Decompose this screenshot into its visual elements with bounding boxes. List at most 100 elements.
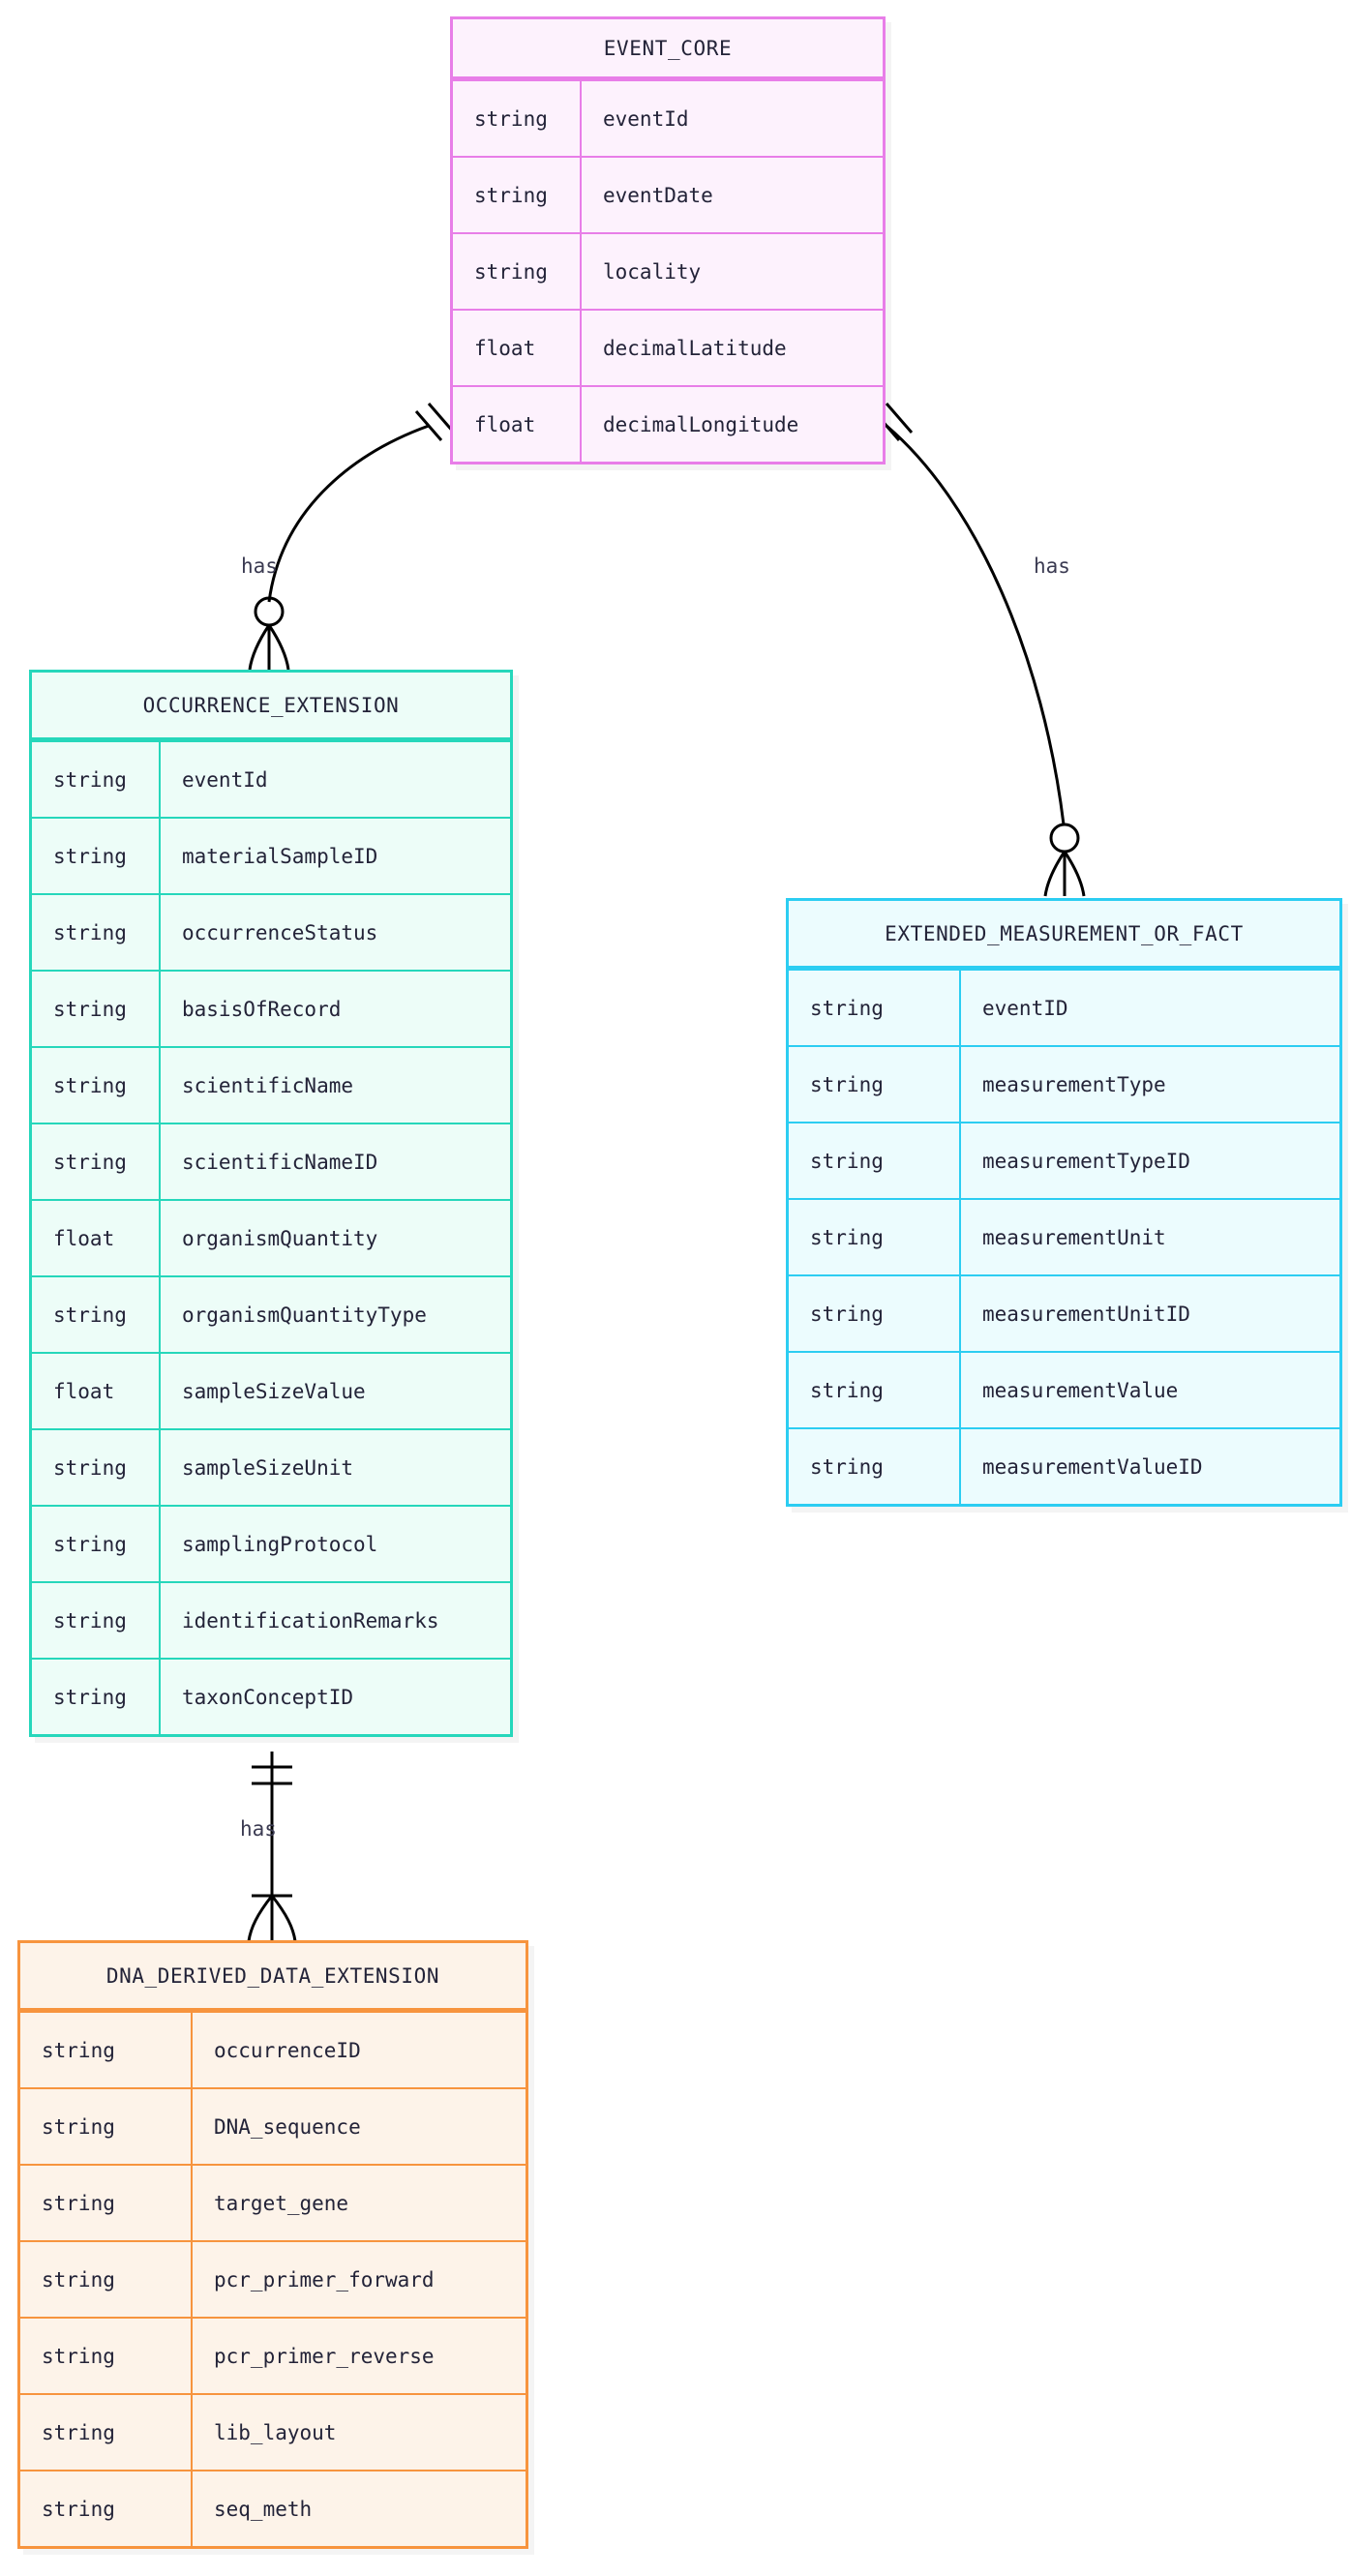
cardinality-zero-or-more-marker — [1043, 823, 1086, 897]
attribute-name: decimalLatitude — [603, 336, 787, 360]
attribute-type: float — [32, 1201, 161, 1275]
attribute-name: measurementTypeID — [982, 1149, 1190, 1173]
attribute-row: string measurementType — [789, 1045, 1339, 1122]
attribute-row: string taxonConceptID — [32, 1658, 510, 1734]
attribute-type: string — [32, 1124, 161, 1199]
attribute-type: float — [32, 1354, 161, 1428]
attribute-type: string — [789, 1276, 961, 1351]
attribute-type: float — [453, 311, 582, 385]
entity-occurrence-extension[interactable]: OCCURRENCE_EXTENSION string eventId stri… — [29, 670, 513, 1737]
attribute-name: taxonConceptID — [182, 1685, 354, 1709]
attribute-row: string occurrenceStatus — [32, 893, 510, 970]
cardinality-exactly-one-marker — [252, 1765, 292, 1785]
attribute-type: string — [789, 1123, 961, 1198]
attribute-row: string samplingProtocol — [32, 1505, 510, 1581]
attribute-type: string — [789, 1353, 961, 1427]
attribute-type: string — [20, 2471, 193, 2546]
edge-line-event-emof — [886, 424, 1066, 825]
attribute-name: seq_meth — [214, 2497, 313, 2521]
attribute-name: measurementUnitID — [982, 1302, 1190, 1326]
attribute-type: string — [32, 1583, 161, 1658]
attribute-type: string — [453, 234, 582, 309]
cardinality-one-or-more-marker — [247, 1894, 297, 1942]
attribute-type: string — [453, 158, 582, 232]
attribute-type: string — [32, 1430, 161, 1505]
entity-event-core[interactable]: EVENT_CORE string eventId string eventDa… — [450, 16, 886, 464]
attribute-name: eventId — [182, 767, 268, 792]
attribute-row: string organismQuantityType — [32, 1275, 510, 1352]
relationship-label-event-occurrence: has — [241, 554, 278, 578]
attribute-row: string identificationRemarks — [32, 1581, 510, 1658]
attribute-row: string eventDate — [453, 156, 883, 232]
attribute-type: string — [20, 2242, 193, 2317]
attribute-type: string — [789, 1429, 961, 1504]
relationship-label-occurrence-dna: has — [240, 1817, 277, 1841]
attribute-name: measurementType — [982, 1072, 1166, 1096]
attribute-name: occurrenceStatus — [182, 920, 378, 944]
attribute-row: string eventId — [453, 79, 883, 156]
attribute-name: materialSampleID — [182, 844, 378, 868]
entity-dna-derived-data-extension[interactable]: DNA_DERIVED_DATA_EXTENSION string occurr… — [17, 1940, 528, 2549]
edge-line-event-occurrence — [267, 424, 430, 603]
attribute-type: string — [32, 895, 161, 970]
attribute-row: string measurementValueID — [789, 1427, 1339, 1504]
attribute-type: string — [32, 1277, 161, 1352]
attribute-name: sampleSizeUnit — [182, 1455, 354, 1480]
attribute-name: eventDate — [603, 183, 713, 207]
attribute-row: string pcr_primer_reverse — [20, 2317, 526, 2393]
relationship-label-event-emof: has — [1034, 554, 1070, 578]
attribute-row: string scientificName — [32, 1046, 510, 1123]
entity-title-extended-measurement-or-fact: EXTENDED_MEASUREMENT_OR_FACT — [789, 901, 1339, 969]
cardinality-zero-or-more-marker — [248, 596, 290, 671]
attribute-row: string materialSampleID — [32, 817, 510, 893]
attribute-row: string eventId — [32, 740, 510, 817]
attribute-name: decimalLongitude — [603, 412, 799, 436]
attribute-row: string target_gene — [20, 2164, 526, 2240]
attribute-name: occurrenceID — [214, 2038, 361, 2062]
attribute-row: float decimalLongitude — [453, 385, 883, 462]
attribute-name: measurementValue — [982, 1378, 1179, 1402]
attribute-type: string — [32, 1660, 161, 1734]
attribute-type: string — [20, 2166, 193, 2240]
attribute-name: measurementValueID — [982, 1454, 1203, 1479]
relationship-event-core-emof — [872, 403, 1086, 897]
attribute-row: string measurementUnit — [789, 1198, 1339, 1274]
attribute-name: locality — [603, 259, 702, 284]
attribute-row: string eventID — [789, 969, 1339, 1045]
attribute-row: string measurementTypeID — [789, 1122, 1339, 1198]
attribute-name: basisOfRecord — [182, 997, 342, 1021]
attribute-type: string — [32, 1048, 161, 1123]
attribute-row: float organismQuantity — [32, 1199, 510, 1275]
attribute-row: float sampleSizeValue — [32, 1352, 510, 1428]
attribute-type: string — [20, 2089, 193, 2164]
attribute-row: string pcr_primer_forward — [20, 2240, 526, 2317]
attribute-type: string — [20, 2013, 193, 2087]
attribute-type: string — [32, 1507, 161, 1581]
entity-title-occurrence-extension: OCCURRENCE_EXTENSION — [32, 673, 510, 740]
attribute-row: string occurrenceID — [20, 2011, 526, 2087]
attribute-type: float — [453, 387, 582, 462]
attribute-name: pcr_primer_forward — [214, 2267, 435, 2291]
attribute-name: scientificNameID — [182, 1150, 378, 1174]
attribute-row: string basisOfRecord — [32, 970, 510, 1046]
attribute-type: string — [453, 81, 582, 156]
attribute-name: target_gene — [214, 2191, 349, 2215]
relationship-occurrence-dna — [247, 1752, 297, 1942]
attribute-type: string — [789, 971, 961, 1045]
attribute-name: measurementUnit — [982, 1225, 1166, 1249]
attribute-row: string seq_meth — [20, 2470, 526, 2546]
entity-title-dna-derived-data-extension: DNA_DERIVED_DATA_EXTENSION — [20, 1943, 526, 2011]
attribute-name: sampleSizeValue — [182, 1379, 366, 1403]
entity-extended-measurement-or-fact[interactable]: EXTENDED_MEASUREMENT_OR_FACT string even… — [786, 898, 1342, 1507]
attribute-type: string — [32, 742, 161, 817]
attribute-type: string — [789, 1047, 961, 1122]
attribute-name: organismQuantity — [182, 1226, 378, 1250]
attribute-name: organismQuantityType — [182, 1303, 427, 1327]
attribute-name: lib_layout — [214, 2420, 337, 2444]
cardinality-exactly-one-marker — [414, 403, 456, 441]
attribute-name: eventID — [982, 996, 1068, 1020]
entity-title-event-core: EVENT_CORE — [453, 19, 883, 79]
attribute-row: string lib_layout — [20, 2393, 526, 2470]
attribute-row: string DNA_sequence — [20, 2087, 526, 2164]
attribute-type: string — [20, 2395, 193, 2470]
